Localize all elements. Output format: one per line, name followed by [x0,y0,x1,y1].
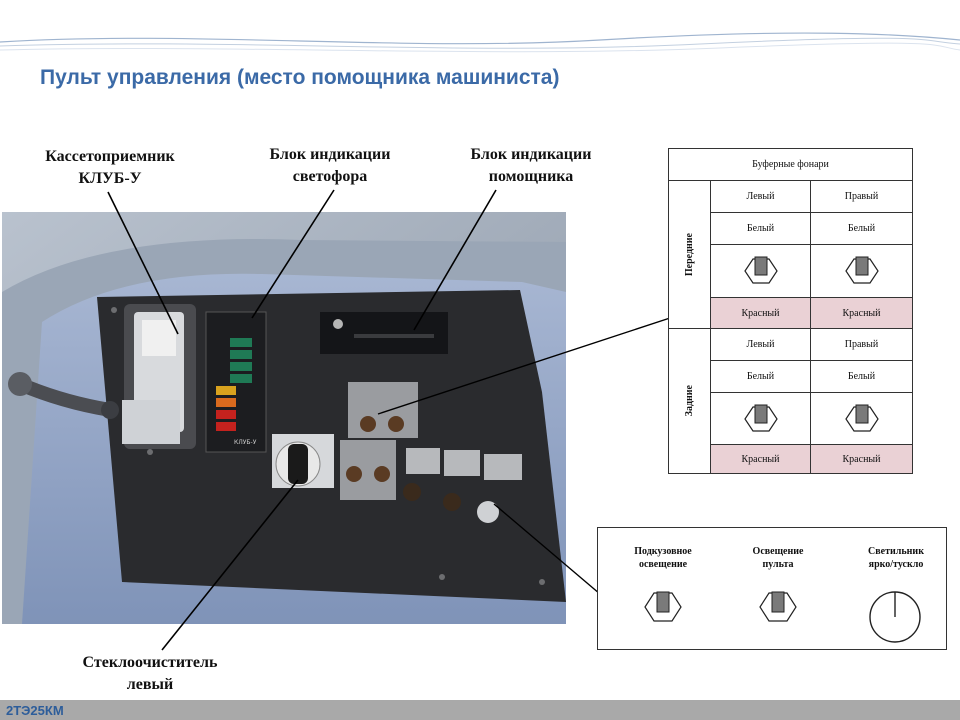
front-label: Передние [684,232,695,277]
front-left-switch [710,244,810,297]
rear-right-red: Красный [810,444,912,473]
toggle-switch-icon [844,256,879,284]
front-left-header: Левый [710,180,810,212]
caption-cassette: Кассетоприемник КЛУБ-У [20,146,200,190]
front-right-header: Правый [810,180,912,212]
buffer-table-title: Буферные фонари [752,159,829,170]
caption-assistant-line1: Блок индикации [470,146,592,163]
caption-wiper: Стеклоочиститель левый [60,652,240,696]
rear-label: Задние [684,385,695,417]
lamp-line2: ярко/тускло [868,559,924,570]
panel-line2: пульта [762,559,794,570]
caption-signal-block: Блок индикации светофора [245,144,415,188]
cassette-receiver [122,304,196,449]
underbody-line1: Подкузовное [634,546,692,557]
front-left-red: Красный [710,297,810,328]
page-title: Пульт управления (место помощника машини… [40,66,560,89]
rear-left-red: Красный [710,444,810,473]
caption-wiper-line1: Стеклоочиститель [82,654,218,671]
front-right-switch [810,244,912,297]
underbody-switch-icon [644,591,682,622]
brightness-knob-icon [869,591,921,643]
toggle-switch-icon [743,404,778,432]
panel-line1: Освещение [752,546,804,557]
front-left-white: Белый [710,212,810,244]
toggle-switch-icon [743,256,778,284]
caption-signal-line1: Блок индикации [269,146,391,163]
lever [8,372,119,419]
underbody-light-label: Подкузовное освещение [618,545,708,571]
rear-left-switch [710,392,810,444]
wiper-switch [272,434,334,488]
signal-indicator-block: КЛУБ-У [205,311,267,453]
caption-signal-line2: светофора [292,168,368,185]
caption-cassette-line1: Кассетоприемник [45,148,175,165]
assistant-indicator-block [320,312,448,354]
rear-right-white: Белый [810,360,912,392]
buffer-lights-table: Буферные фонари Передние Левый Правый Бе… [668,148,913,474]
toggle-switch-icon [844,404,879,432]
lamp-brightness-label: Светильник ярко/тускло [848,545,944,571]
panel-light-switch-icon [759,591,797,622]
control-panel-photo: КЛУБ-У [2,212,566,624]
caption-wiper-line2: левый [126,676,174,693]
footer-model: 2ТЭ25КМ [6,703,64,718]
lamp-line1: Светильник [868,546,924,557]
rear-left-white: Белый [710,360,810,392]
rear-right-header: Правый [810,328,912,360]
header-decoration [0,32,960,53]
front-right-white: Белый [810,212,912,244]
caption-assistant-block: Блок индикации помощника [446,144,616,188]
caption-cassette-line2: КЛУБ-У [78,170,142,187]
panel-light-label: Освещение пульта [733,545,823,571]
footer-bar [0,700,960,720]
caption-assistant-line2: помощника [488,168,574,185]
rear-left-header: Левый [710,328,810,360]
front-right-red: Красный [810,297,912,328]
rear-right-switch [810,392,912,444]
rear-group-label: Задние [669,328,710,473]
front-group-label: Передние [669,180,710,328]
underbody-line2: освещение [638,559,688,570]
lighting-table: Подкузовное освещение Освещение пульта С… [597,527,947,650]
device-label: КЛУБ-У [234,439,257,446]
